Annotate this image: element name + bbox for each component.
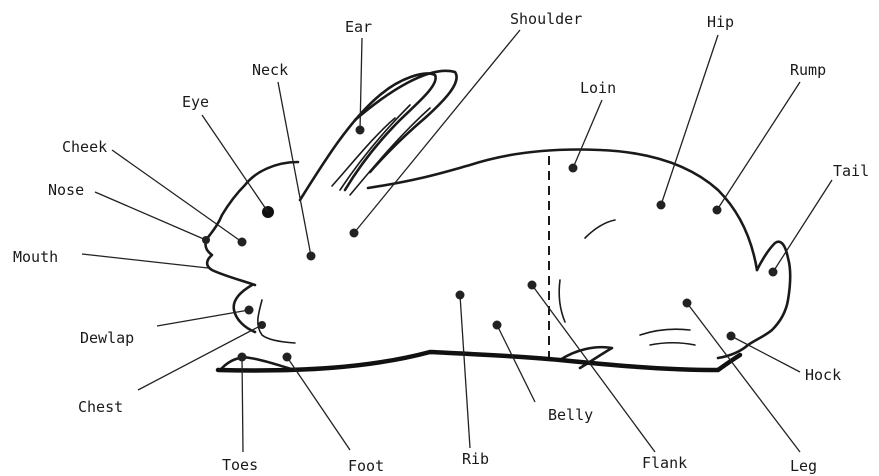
- label-cheek: Cheek: [62, 138, 107, 156]
- label-nose: Nose: [48, 181, 84, 199]
- labels: Ear Shoulder Hip Neck Loin Rump Eye Chee…: [13, 10, 869, 475]
- label-foot: Foot: [348, 457, 384, 475]
- point-neck: [307, 252, 316, 261]
- ground-line: [218, 352, 740, 370]
- head-outline: [205, 162, 298, 285]
- point-rib: [456, 291, 465, 300]
- leader-nose: [95, 192, 206, 240]
- point-foot: [283, 353, 292, 362]
- label-flank: Flank: [642, 454, 687, 472]
- label-chest: Chest: [78, 398, 123, 416]
- point-belly: [493, 321, 502, 330]
- leader-tail: [773, 180, 832, 272]
- label-hip: Hip: [707, 13, 734, 31]
- label-toes: Toes: [222, 456, 258, 474]
- leader-cheek: [112, 150, 242, 242]
- leader-neck: [278, 82, 311, 256]
- point-tail: [769, 268, 778, 277]
- point-cheek: [238, 238, 247, 247]
- leader-hip: [661, 35, 718, 205]
- label-dewlap: Dewlap: [80, 329, 134, 347]
- label-leg: Leg: [790, 457, 817, 475]
- leader-foot: [287, 357, 350, 450]
- label-rump: Rump: [790, 61, 826, 79]
- thigh-mark-1: [585, 220, 615, 238]
- leader-dewlap: [157, 310, 249, 326]
- thigh-mark-2: [559, 280, 565, 322]
- point-ear: [356, 126, 365, 135]
- label-loin: Loin: [580, 79, 616, 97]
- point-markers: [202, 126, 778, 362]
- label-tail: Tail: [833, 162, 869, 180]
- back-outline: [368, 150, 757, 270]
- point-leg: [683, 299, 692, 308]
- point-hip: [657, 201, 666, 210]
- leader-leg: [687, 303, 800, 452]
- label-belly: Belly: [548, 406, 593, 424]
- label-rib: Rib: [462, 450, 489, 468]
- ear-outer: [300, 74, 436, 200]
- point-flank: [528, 281, 537, 290]
- label-ear: Ear: [345, 18, 372, 36]
- point-toes: [238, 353, 247, 362]
- leader-shoulder: [354, 30, 520, 233]
- leader-rib: [460, 295, 470, 448]
- haunch-outline: [718, 345, 748, 358]
- label-mouth: Mouth: [13, 248, 58, 266]
- leg-mark-1: [640, 329, 690, 335]
- leg-mark-2: [650, 343, 695, 345]
- point-rump: [713, 206, 722, 215]
- leader-mouth: [82, 254, 208, 268]
- label-shoulder: Shoulder: [510, 10, 582, 28]
- leader-belly: [497, 325, 535, 402]
- label-eye: Eye: [182, 93, 209, 111]
- point-nose: [202, 236, 210, 244]
- leader-loin: [573, 100, 602, 168]
- label-neck: Neck: [252, 61, 288, 79]
- leader-rump: [717, 82, 800, 210]
- point-loin: [569, 164, 578, 173]
- point-hock: [727, 332, 736, 341]
- point-dewlap: [245, 306, 254, 315]
- point-shoulder: [350, 229, 359, 238]
- point-chest: [258, 321, 266, 329]
- ear-back: [355, 71, 457, 172]
- label-hock: Hock: [805, 366, 841, 384]
